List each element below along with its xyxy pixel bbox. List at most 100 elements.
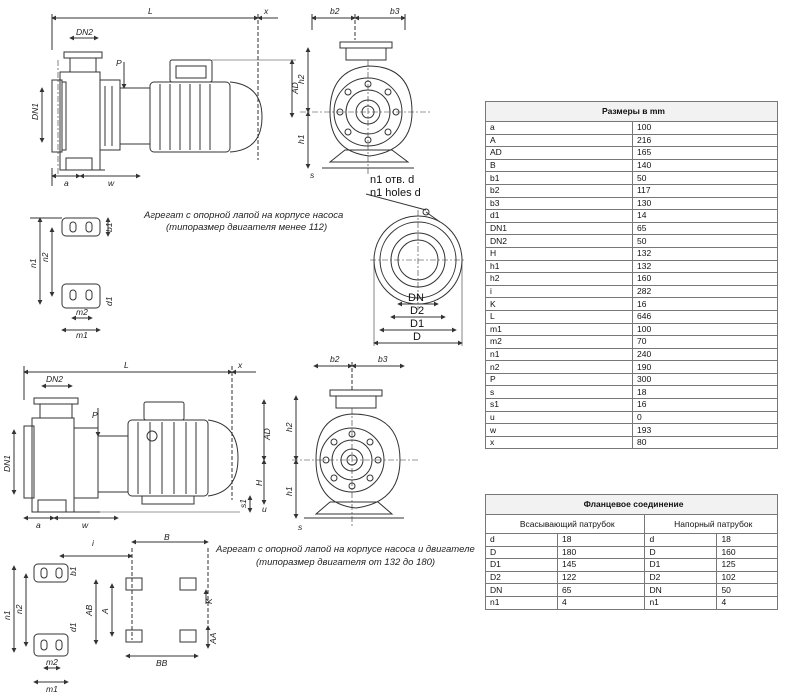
base-plan xyxy=(93,548,211,659)
table-cell: 300 xyxy=(632,372,778,387)
table-cell: 80 xyxy=(632,435,778,450)
table-cell: m2 xyxy=(485,335,633,349)
table-cell: 18 xyxy=(632,385,778,400)
front-view-bottom-labels: b2 b3 h2 h1 s xyxy=(284,354,388,532)
svg-text:AD: AD xyxy=(262,428,272,441)
svg-text:m1: m1 xyxy=(76,330,88,340)
table-cell: 646 xyxy=(632,309,778,324)
table-row: D1 145 D1 125 xyxy=(485,558,778,572)
table-cell: DN xyxy=(485,583,558,597)
table-cell: K xyxy=(485,297,633,311)
table-cell: 122 xyxy=(556,570,646,585)
table-cell: DN xyxy=(644,583,718,597)
technical-drawing: L x DN2 P AD DN1 a w b xyxy=(2,6,475,694)
table-cell: DN2 xyxy=(485,234,633,248)
svg-text:m2: m2 xyxy=(76,307,88,317)
svg-text:m1: m1 xyxy=(46,684,58,694)
svg-text:d1: d1 xyxy=(68,622,78,632)
caption-1-line1: Агрегат с опорной лапой на корпусе насос… xyxy=(143,210,343,221)
side-view-bottom xyxy=(11,366,267,559)
table-cell: d xyxy=(644,533,718,547)
table-cell: D1 xyxy=(644,558,718,572)
table-row: d 18 d 18 xyxy=(485,533,778,547)
svg-text:s: s xyxy=(298,522,303,532)
table-cell: 216 xyxy=(632,133,778,148)
table-row: D2 122 D2 102 xyxy=(485,570,778,585)
table-cell: 14 xyxy=(632,209,778,223)
foot-detail-bottom-labels: n1 n2 b1 d1 m2 m1 xyxy=(2,566,78,694)
table-cell: 50 xyxy=(632,234,778,248)
front-view-top xyxy=(300,14,430,175)
svg-text:n1 holes d: n1 holes d xyxy=(370,187,421,199)
front-view-bottom xyxy=(292,362,420,528)
flange-table: Фланцевое соединение Всасывающий патрубо… xyxy=(484,494,778,610)
table-cell: D1 xyxy=(485,558,558,572)
svg-text:b1: b1 xyxy=(104,222,114,232)
svg-text:u: u xyxy=(262,504,267,514)
svg-text:n2: n2 xyxy=(14,604,24,614)
svg-text:AD: AD xyxy=(290,82,300,95)
table-cell: 117 xyxy=(632,183,778,198)
table-cell: d1 xyxy=(485,209,633,223)
table-cell: 125 xyxy=(716,558,778,572)
table-cell: 18 xyxy=(716,533,778,547)
table-cell: 50 xyxy=(632,171,778,185)
table-cell: s1 xyxy=(485,398,633,412)
table-cell: 102 xyxy=(716,570,778,585)
svg-text:P: P xyxy=(116,58,122,68)
table-cell: 4 xyxy=(716,595,778,610)
foot-detail-top xyxy=(30,217,111,333)
svg-text:P: P xyxy=(92,410,98,420)
flange-table-title: Фланцевое соединение xyxy=(485,494,778,515)
caption-2-line2: (типоразмер двигателя от 132 до 180) xyxy=(256,557,435,568)
flange-detail-labels: n1 отв. d n1 holes d DN D2 D1 D xyxy=(370,174,424,343)
table-cell: n2 xyxy=(485,360,633,374)
table-cell: a xyxy=(485,121,633,135)
svg-text:H: H xyxy=(254,479,264,486)
table-cell: w xyxy=(485,423,633,437)
svg-text:L: L xyxy=(148,6,153,16)
table-cell: 160 xyxy=(716,545,778,560)
table-cell: i xyxy=(485,284,633,299)
table-cell: n1 xyxy=(485,347,633,362)
table-cell: 0 xyxy=(632,410,778,425)
svg-text:s1: s1 xyxy=(238,499,248,508)
table-cell: 282 xyxy=(632,284,778,299)
table-cell: 165 xyxy=(632,146,778,160)
table-cell: h1 xyxy=(485,259,633,274)
table-cell: L xyxy=(485,309,633,324)
table-cell: 18 xyxy=(556,533,646,547)
table-cell: n1 xyxy=(485,595,558,610)
svg-text:n1: n1 xyxy=(2,610,12,620)
svg-text:AA: AA xyxy=(208,632,218,645)
caption-2-line1: Агрегат с опорной лапой на корпусе насос… xyxy=(215,544,475,555)
svg-text:b2: b2 xyxy=(330,6,340,16)
table-cell: b3 xyxy=(485,196,633,211)
table-row: D 180 D 160 xyxy=(485,545,778,560)
table-cell: D xyxy=(485,545,558,560)
table-cell: D2 xyxy=(644,570,718,585)
svg-text:n1 отв. d: n1 отв. d xyxy=(370,174,414,186)
table-cell: 132 xyxy=(632,259,778,274)
svg-text:D: D xyxy=(413,331,421,343)
svg-text:a: a xyxy=(64,178,69,188)
svg-text:h2: h2 xyxy=(284,422,294,432)
table-cell: 16 xyxy=(632,398,778,412)
table-cell: 65 xyxy=(632,221,778,236)
table-cell: 65 xyxy=(556,583,646,597)
caption-1-line2: (типоразмер двигателя менее 112) xyxy=(166,222,327,233)
svg-text:w: w xyxy=(108,178,115,188)
svg-text:DN2: DN2 xyxy=(46,374,63,384)
